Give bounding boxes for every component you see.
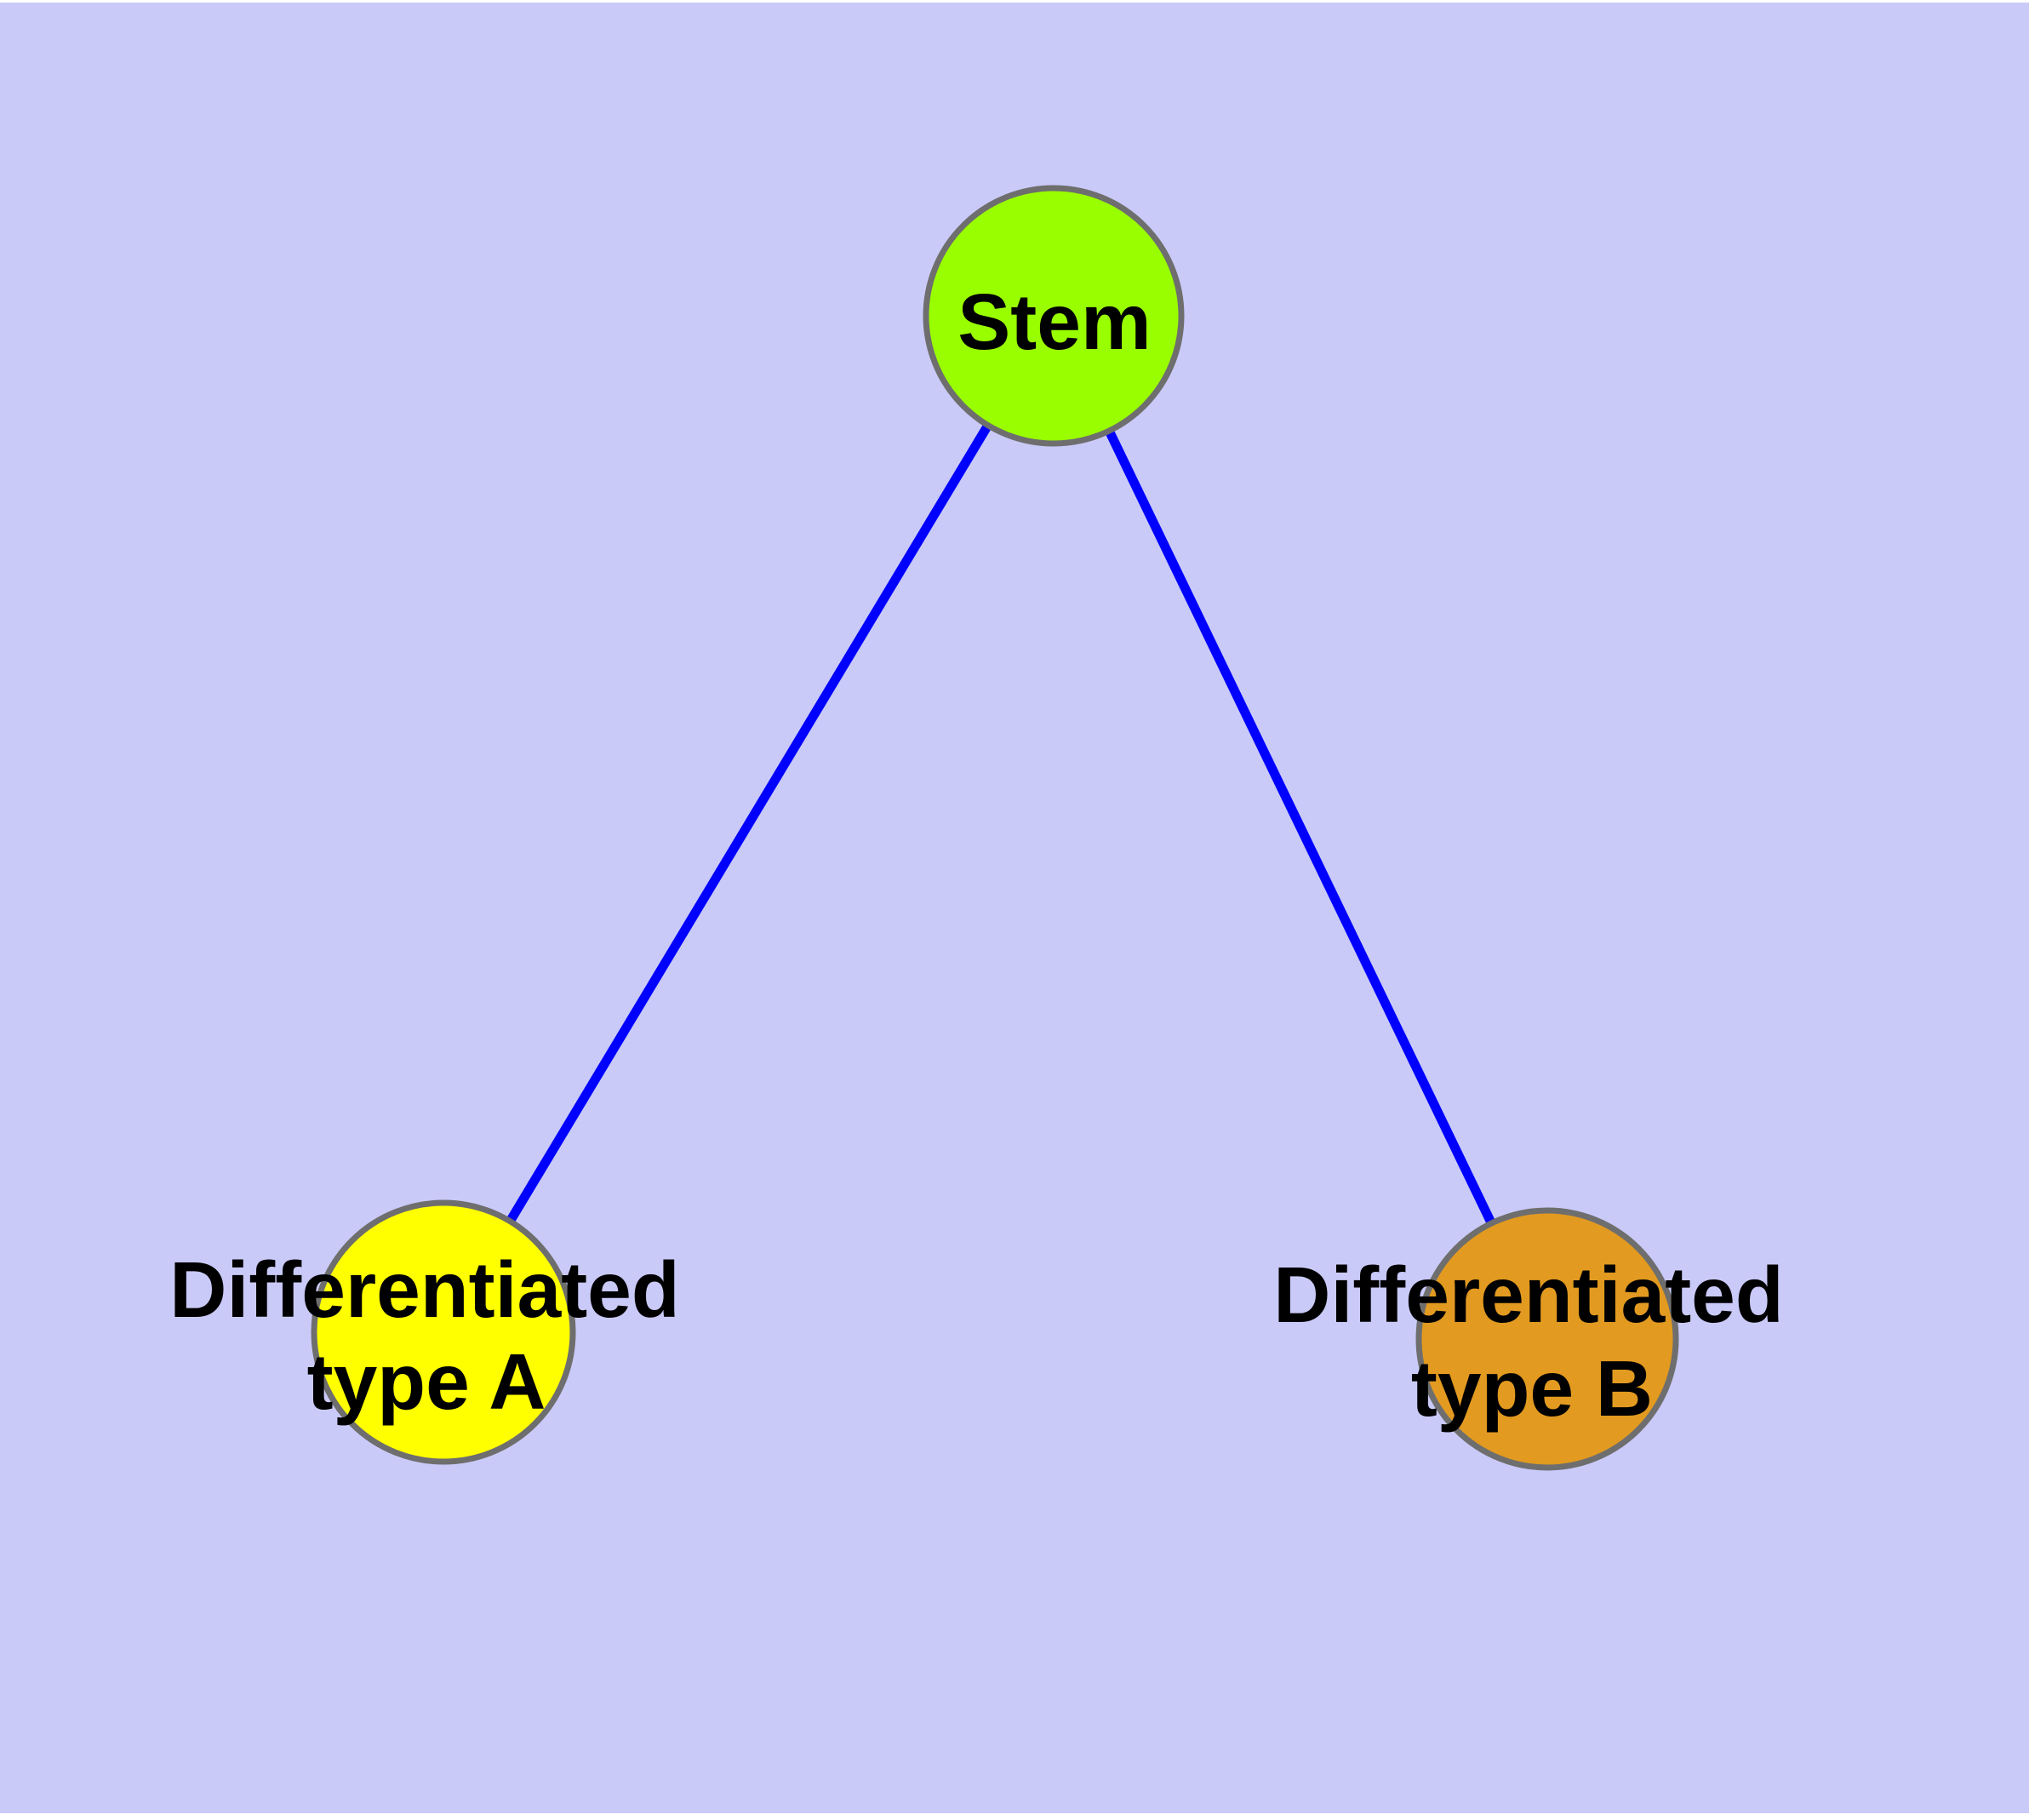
node-differentiated-type-b: Differentiated type B [1273, 1207, 1784, 1471]
node-type-a-circle [311, 1199, 576, 1465]
node-stem-label: Stem [957, 278, 1151, 366]
node-differentiated-type-a: Differentiated type A [169, 1199, 680, 1465]
node-stem: Stem [923, 185, 1185, 447]
node-type-a-label-line2: type A [307, 1337, 546, 1426]
edge-group [439, 313, 1552, 1342]
node-type-b-circle [1415, 1207, 1679, 1471]
edge-stem-to-typeB [1049, 313, 1552, 1342]
node-type-b-label-line1: Differentiated [1273, 1251, 1783, 1339]
edge-stem-to-typeA [439, 313, 1058, 1335]
node-type-b-label-line2: type B [1411, 1344, 1653, 1433]
node-stem-circle [923, 185, 1185, 447]
node-type-a-label-line1: Differentiated [169, 1245, 679, 1334]
